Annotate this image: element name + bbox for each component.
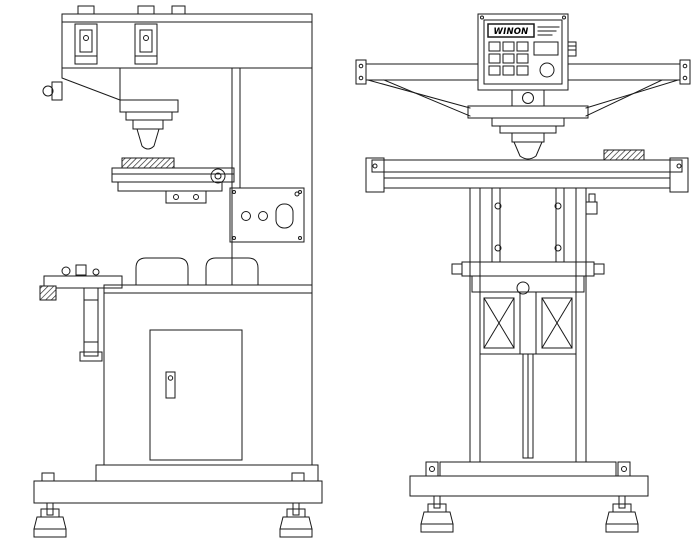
front-view: WINON <box>355 13 691 533</box>
top-beam <box>42 13 313 101</box>
round-button-icon <box>539 62 555 78</box>
drawing-root: WINON <box>33 5 691 538</box>
stand-base <box>409 461 649 497</box>
display-screen <box>533 41 559 56</box>
machine-base <box>33 464 323 504</box>
brand-plate <box>487 23 535 38</box>
adjust-bolt-icon <box>516 281 530 295</box>
roller-knob-icon <box>210 168 226 184</box>
panel-button-icon <box>258 211 268 221</box>
print-head-front <box>467 89 589 160</box>
work-table <box>365 149 689 193</box>
leveling-foot <box>605 495 639 533</box>
print-head-side <box>119 99 179 150</box>
leveling-foot <box>420 495 454 533</box>
side-knob-icon <box>42 85 54 97</box>
electrical-plate <box>229 187 305 243</box>
beam-tab <box>171 5 186 15</box>
work-holder <box>39 264 123 362</box>
panel-button-icon <box>241 211 251 221</box>
slide-assembly <box>451 261 605 295</box>
print-pad <box>136 128 160 150</box>
side-stop-block <box>585 201 598 215</box>
brand-label: WINON <box>494 27 529 37</box>
head-column <box>231 67 313 286</box>
panel-switch-icon <box>275 203 294 229</box>
clamp-fixture-2 <box>134 5 158 65</box>
cabinet-door <box>149 329 243 461</box>
cabinet <box>103 257 313 466</box>
clamp-block <box>479 291 577 355</box>
door-handle <box>165 371 176 399</box>
keypad <box>488 41 529 76</box>
side-knob-icon <box>567 41 577 57</box>
print-pad <box>513 141 543 160</box>
cabinet-cover-bump <box>135 257 189 286</box>
support-arms <box>355 59 691 117</box>
cabinet-cover-bump <box>205 257 259 286</box>
side-view <box>33 5 323 538</box>
ink-cup-rail <box>111 157 235 204</box>
control-panel: WINON <box>477 13 577 91</box>
lead-screw <box>522 353 534 459</box>
clamp-fixture-1 <box>74 5 98 65</box>
leveling-foot <box>33 502 67 538</box>
leveling-foot <box>279 502 313 538</box>
